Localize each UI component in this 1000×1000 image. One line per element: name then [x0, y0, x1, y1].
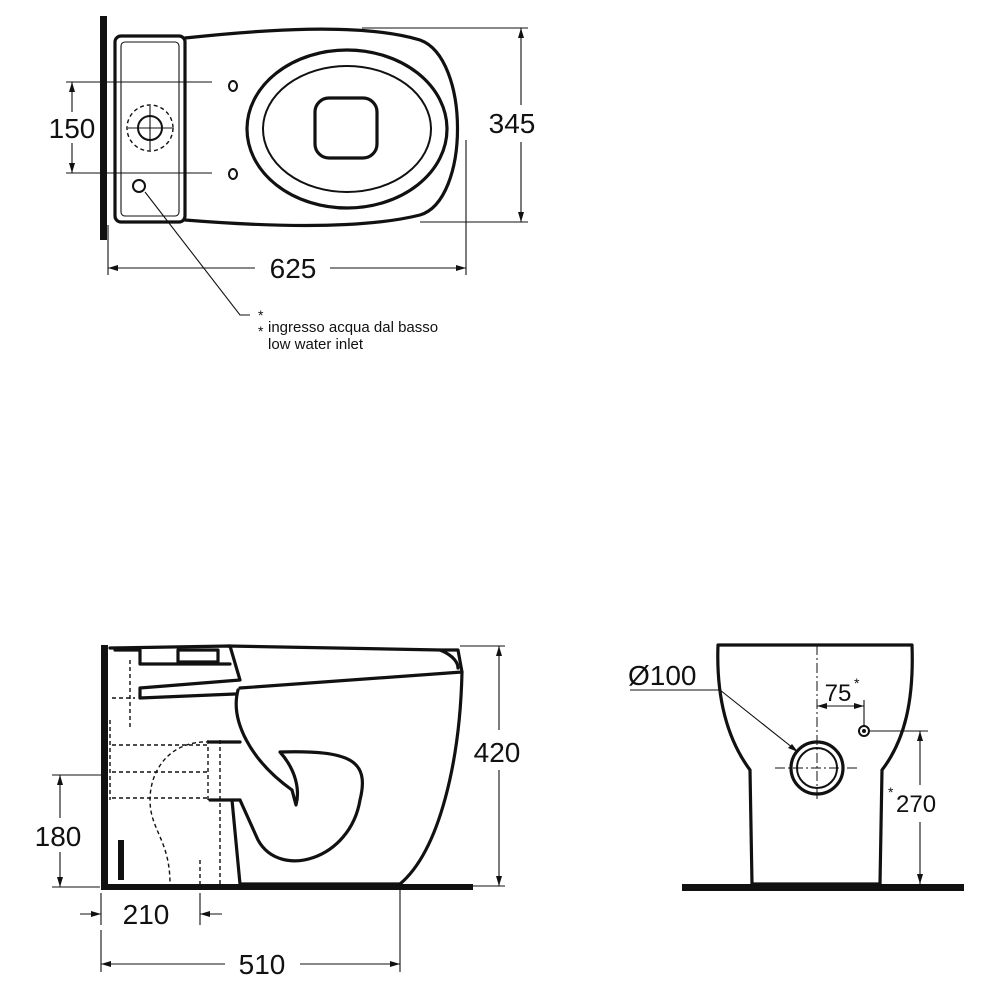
rear-view-outlet [789, 740, 845, 796]
top-view-cistern-inner [120, 41, 180, 217]
top-view-fixing-hole-upper [228, 80, 238, 92]
side-view-wall [101, 645, 108, 888]
top-view-water-inlet [132, 179, 146, 193]
top-view-note-leader [144, 191, 250, 316]
top-view-flush-valve-dashed [126, 104, 174, 152]
height-dimension-label: 420 [474, 737, 521, 768]
length-dimension-label: 510 [239, 949, 286, 980]
side-view-seat [226, 644, 464, 690]
side-view-cistern [108, 644, 242, 700]
inlet-height-label: 270 [896, 791, 936, 818]
inlet-height-star: * [888, 784, 894, 800]
outlet-diameter-label: Ø100 [628, 660, 697, 691]
top-view: 150 345 625 * * ingresso acqua dal basso… [49, 16, 536, 353]
side-view-bowl-body [230, 670, 464, 886]
top-view-seat-outer [245, 48, 449, 210]
outlet-height-label: 180 [35, 821, 82, 852]
note-star-2: * [258, 323, 264, 339]
side-view-floor [101, 884, 473, 890]
rear-view-body-outline [716, 643, 914, 886]
top-view-drain-opening [313, 96, 379, 160]
rear-view: Ø100 75 * * 270 [628, 643, 964, 891]
rear-view-floor [682, 884, 964, 891]
note-star-1: * [258, 307, 264, 323]
top-view-fixing-hole-lower [228, 168, 238, 180]
depth-dimension-label: 345 [489, 108, 536, 139]
top-view-cistern [113, 34, 187, 224]
top-view-wall [100, 16, 107, 240]
note-italian: ingresso acqua dal basso [268, 319, 438, 336]
fixing-distance-label: 150 [49, 113, 96, 144]
side-view-trapway [234, 688, 365, 863]
inlet-offset-label: 75 [825, 680, 852, 707]
inlet-offset-star: * [854, 675, 860, 691]
note-english: low water inlet [268, 336, 364, 353]
outlet-leader [630, 689, 799, 753]
side-view: 420 180 210 510 [35, 644, 521, 980]
width-dimension-label: 625 [270, 253, 317, 284]
top-view-seat-inner [262, 65, 432, 193]
outlet-offset-label: 210 [123, 899, 170, 930]
top-view-bowl-outline [183, 27, 460, 227]
